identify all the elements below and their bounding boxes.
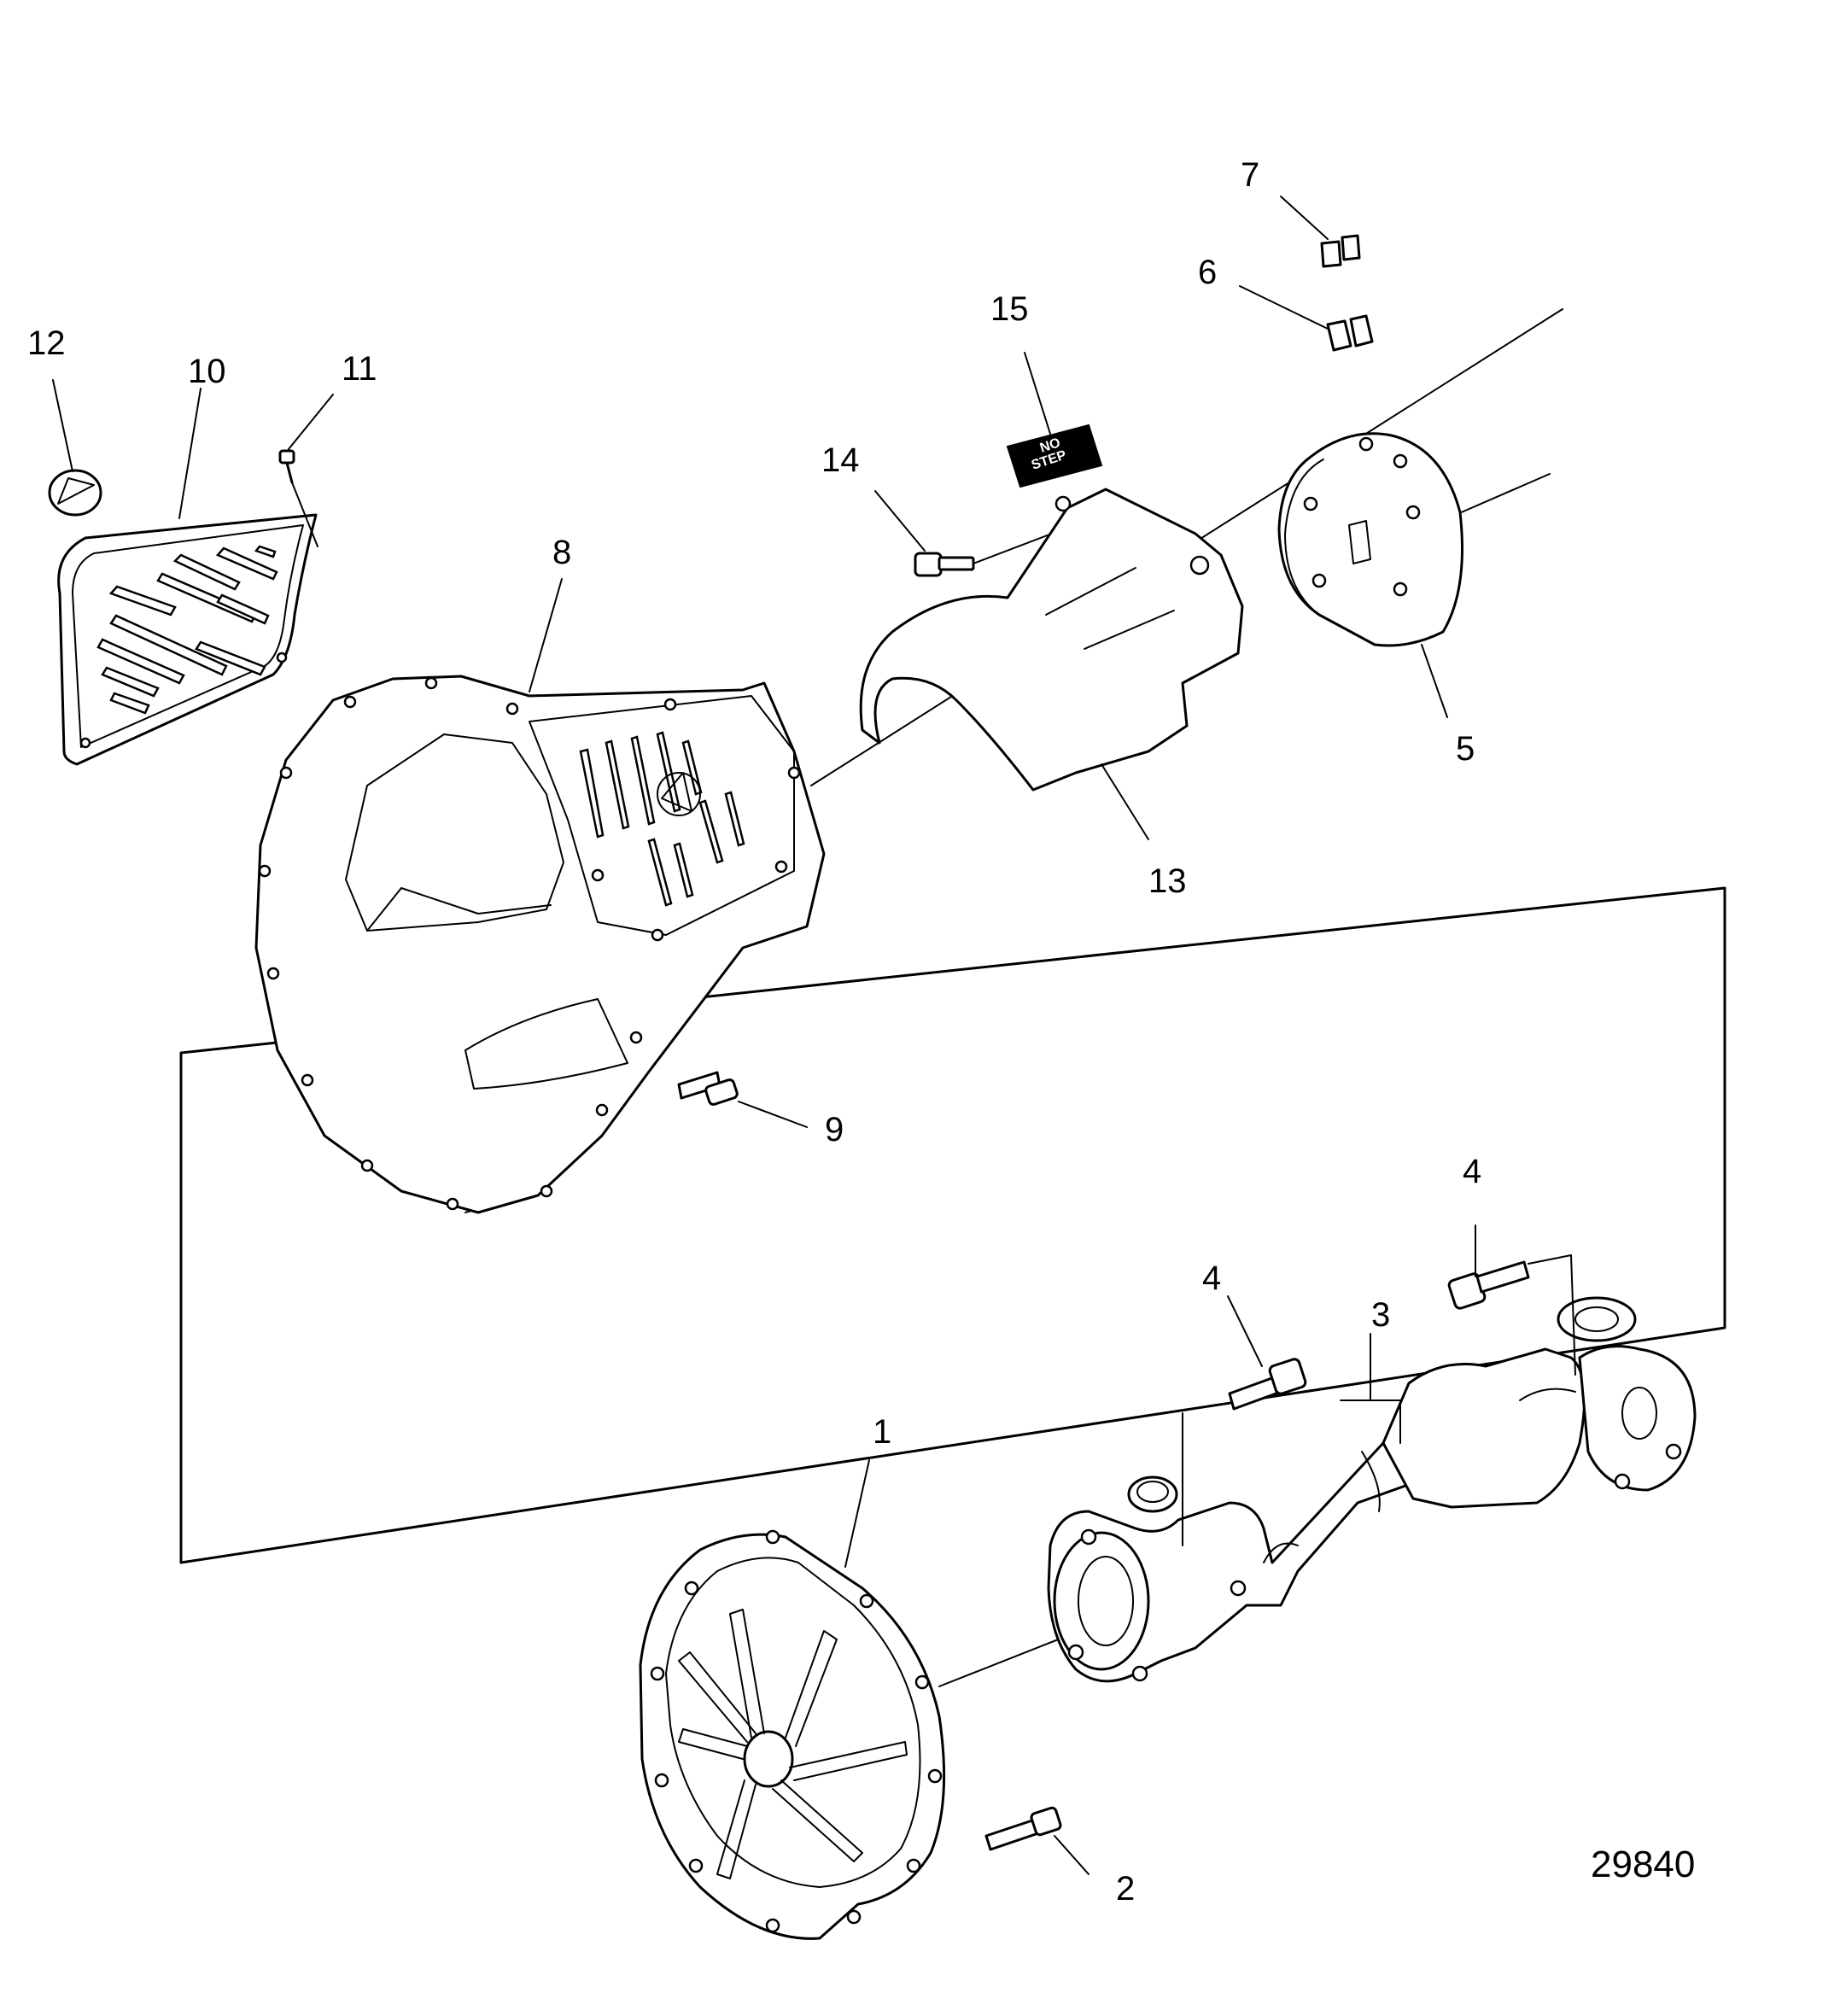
decal-text-line-1: NO xyxy=(1038,435,1062,456)
callout-4-right: 4 xyxy=(1463,1153,1481,1190)
callout-7: 7 xyxy=(1241,156,1259,194)
callout-9: 9 xyxy=(825,1111,844,1148)
bushings-part-7 xyxy=(1320,234,1361,268)
bell-housing-part-8 xyxy=(254,675,826,1214)
callout-14: 14 xyxy=(821,441,860,479)
callout-10: 10 xyxy=(188,353,226,390)
callout-15: 15 xyxy=(990,290,1029,328)
callout-3: 3 xyxy=(1371,1296,1390,1334)
bolt-part-2 xyxy=(984,1806,1062,1851)
grille-cover-part-10 xyxy=(57,513,318,766)
callout-11: 11 xyxy=(342,350,377,388)
callout-1: 1 xyxy=(873,1413,891,1451)
bolt-part-9 xyxy=(677,1071,739,1106)
callout-6: 6 xyxy=(1198,254,1217,291)
callout-labels: 1 2 3 4 4 5 6 7 8 9 10 11 12 13 14 15 xyxy=(27,156,1481,1908)
half-shell-cover-part-13 xyxy=(859,488,1244,792)
bushings-part-6 xyxy=(1326,314,1374,352)
callout-5: 5 xyxy=(1456,730,1475,768)
drive-shaft-part-3 xyxy=(1047,1296,1697,1683)
end-cover-bolt-holes xyxy=(650,1529,943,1933)
leader-lines xyxy=(52,196,1476,1875)
callout-2: 2 xyxy=(1116,1870,1135,1908)
assembly-boundary xyxy=(179,886,1726,1564)
callout-8: 8 xyxy=(552,534,571,571)
bell-housing-bolt-holes xyxy=(258,676,801,1211)
no-step-decal-part-15: NO STEP xyxy=(1006,424,1103,488)
bolt-part-4-right xyxy=(1447,1254,1576,1376)
callout-4-left: 4 xyxy=(1202,1259,1221,1297)
bolt-part-4-left xyxy=(1182,1358,1307,1546)
end-cover-spokes xyxy=(678,1609,908,1879)
screw-part-11 xyxy=(278,449,318,547)
grille-slots xyxy=(96,545,278,715)
figure-reference-number: 29840 xyxy=(1591,1844,1695,1885)
callout-12: 12 xyxy=(27,324,66,362)
end-cover-part-1 xyxy=(639,1529,946,1940)
bolt-part-14 xyxy=(914,527,1068,577)
bell-housing-vents xyxy=(579,731,745,907)
callout-13: 13 xyxy=(1148,862,1187,900)
badge-part-12 xyxy=(48,469,102,517)
coupling-disc-part-5 xyxy=(1277,432,1463,647)
